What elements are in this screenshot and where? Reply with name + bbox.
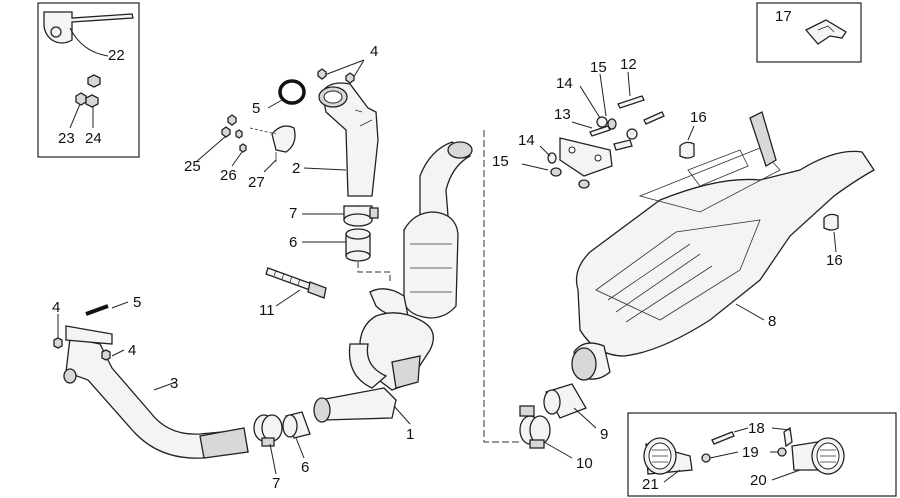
callout-21: 21 <box>642 476 659 493</box>
leader-18 <box>733 427 791 433</box>
leader-23 <box>69 103 81 129</box>
callout-11: 11 <box>259 302 275 319</box>
callout-13: 13 <box>554 106 571 123</box>
leader-5b <box>111 301 129 309</box>
part-11-lambda-sensor <box>265 267 327 299</box>
leader-12 <box>627 71 631 97</box>
callout-15-mid: 15 <box>492 153 509 170</box>
inset-box-bottom-right <box>627 412 897 497</box>
leader-10 <box>543 441 573 459</box>
part-10-clamp <box>519 405 551 449</box>
part-7-clamp-lower <box>253 414 283 447</box>
callout-4-left: 4 <box>52 299 61 316</box>
leader-8 <box>735 303 765 321</box>
callout-19: 19 <box>742 444 759 461</box>
leader-4c <box>111 349 125 357</box>
leader-21 <box>663 469 681 483</box>
part-16-rubber-pad-b <box>823 213 839 231</box>
leader-27 <box>263 159 277 173</box>
part-1-collector-catalyst <box>313 141 473 423</box>
leader-19 <box>709 451 778 459</box>
callout-14-mid: 14 <box>518 132 535 149</box>
leader-25 <box>195 135 227 163</box>
callout-2: 2 <box>292 160 301 177</box>
part-20-end-cap-right <box>791 437 845 475</box>
callout-26: 26 <box>220 167 237 184</box>
callout-8: 8 <box>768 313 777 330</box>
callout-12: 12 <box>620 56 637 73</box>
leader-13 <box>571 121 593 129</box>
inset-box-top-right <box>756 2 862 63</box>
part-12-bolts <box>589 95 665 151</box>
callout-22: 22 <box>108 47 125 64</box>
alignment-line-center <box>357 262 391 284</box>
callout-15-top: 15 <box>590 59 607 76</box>
callout-27: 27 <box>248 174 265 191</box>
callout-10: 10 <box>576 455 593 472</box>
part-16-rubber-pad-a <box>679 141 695 159</box>
alignment-line-right <box>483 130 522 443</box>
callout-16-right: 16 <box>826 252 843 269</box>
leader-14b <box>539 145 551 157</box>
part-6-sleeve-lower <box>282 411 311 439</box>
part-25-26-27-sensor-cap <box>221 114 296 162</box>
callout-24: 24 <box>85 130 102 147</box>
callout-5-top: 5 <box>252 100 261 117</box>
part-13-bracket-plate <box>559 137 613 177</box>
leader-15b <box>521 163 549 171</box>
inset-box-top-left <box>37 2 140 158</box>
callout-5-left: 5 <box>133 294 142 311</box>
callout-6-upper: 6 <box>289 234 298 251</box>
part-4-nut-a <box>317 68 327 80</box>
part-17-clip <box>804 19 847 45</box>
part-4-stud-a <box>53 337 63 349</box>
callout-14-top: 14 <box>556 75 573 92</box>
part-5-gasket-ring <box>278 79 306 105</box>
leader-26 <box>231 151 243 167</box>
leader-2 <box>303 167 347 171</box>
callout-18: 18 <box>748 420 765 437</box>
part-4-nut-b <box>345 72 355 84</box>
callout-9: 9 <box>600 426 609 443</box>
part-22-bracket <box>43 11 134 44</box>
leader-14a <box>579 85 601 119</box>
callout-7-upper: 7 <box>289 205 298 222</box>
callout-6-lower: 6 <box>301 459 310 476</box>
leader-3 <box>153 381 177 391</box>
leader-20 <box>771 469 801 481</box>
part-2-downpipe <box>318 82 379 197</box>
part-4-stud-b <box>101 349 111 361</box>
leader-1 <box>393 405 411 425</box>
part-21-end-cap-left <box>643 437 693 475</box>
callout-1: 1 <box>406 426 415 443</box>
leader-16b <box>833 231 837 253</box>
callout-4-top: 4 <box>370 43 379 60</box>
leader-9 <box>573 407 597 429</box>
part-8-silencer <box>571 111 875 381</box>
part-6-sleeve-upper <box>345 228 371 262</box>
callout-16-top: 16 <box>690 109 707 126</box>
leader-5a <box>267 99 283 109</box>
part-3-front-header-pipe <box>63 325 249 459</box>
callout-25: 25 <box>184 158 201 175</box>
leader-6b <box>295 437 305 459</box>
callout-7-lower: 7 <box>272 475 281 492</box>
callout-17: 17 <box>775 8 792 25</box>
part-7-clamp-upper <box>343 205 379 227</box>
part-23-24-nuts <box>75 74 101 108</box>
callout-20: 20 <box>750 472 767 489</box>
leader-22 <box>69 27 109 57</box>
callout-3: 3 <box>170 375 179 392</box>
leader-4a <box>321 59 365 81</box>
callout-23: 23 <box>58 130 75 147</box>
part-14-15-washers-nuts <box>547 116 638 189</box>
leader-7b <box>269 443 277 475</box>
leader-11 <box>275 289 301 307</box>
leader-16a <box>687 125 695 141</box>
part-5-gasket-lower <box>85 304 109 316</box>
leader-15a <box>599 73 607 117</box>
callout-4-left-lower: 4 <box>128 342 137 359</box>
